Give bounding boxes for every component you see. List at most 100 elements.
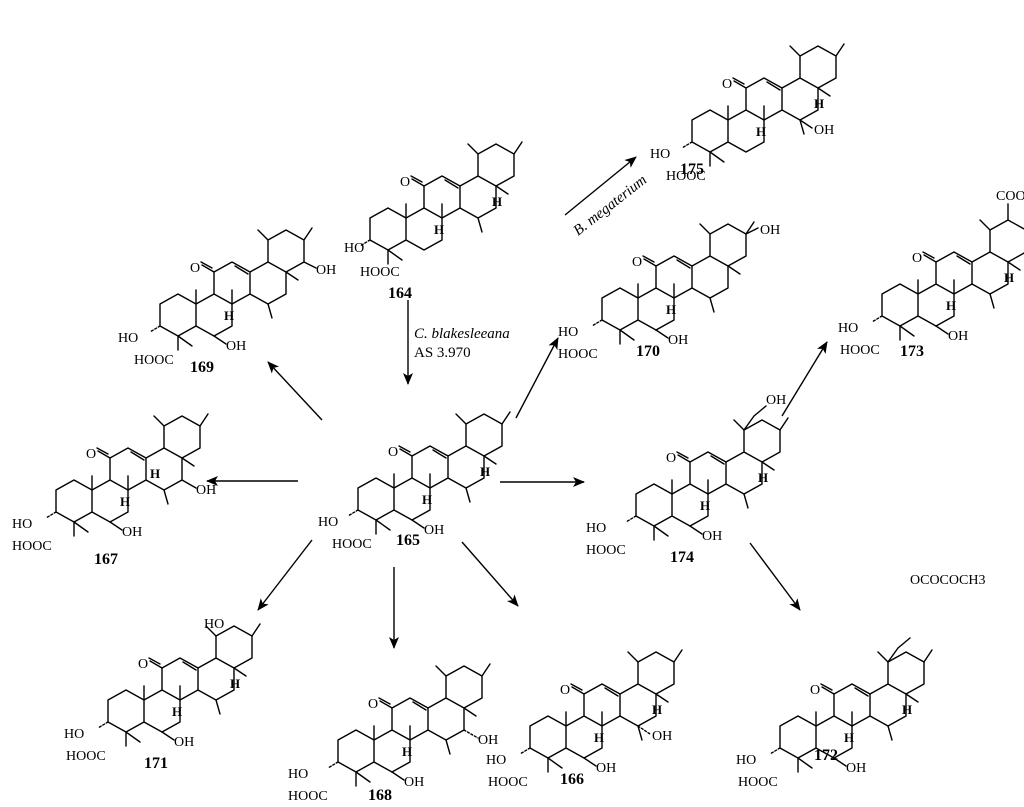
svg-text:HO: HO	[486, 753, 506, 768]
svg-text:H: H	[402, 744, 412, 759]
svg-text:H: H	[492, 194, 502, 209]
svg-text:H: H	[120, 494, 130, 509]
molecule-164: O HO HOOC H H	[344, 141, 523, 280]
svg-text:HOOC: HOOC	[66, 749, 106, 764]
svg-text:OH: OH	[196, 483, 216, 498]
svg-text:H: H	[902, 702, 912, 717]
svg-text:OH: OH	[316, 263, 336, 278]
compound-label-173: 173	[900, 343, 924, 360]
svg-text:H: H	[422, 492, 432, 507]
svg-text:H: H	[224, 308, 234, 323]
svg-text:OH: OH	[846, 761, 866, 776]
svg-text:OH: OH	[122, 525, 142, 540]
svg-text:H: H	[756, 124, 766, 139]
molecule-172: O HO HOOC OH OCOCOCH3 H H	[736, 573, 985, 790]
svg-text:H: H	[480, 464, 490, 479]
svg-text:HOOC: HOOC	[360, 265, 400, 280]
svg-text:HO: HO	[558, 325, 578, 340]
svg-text:OH: OH	[652, 729, 672, 744]
svg-text:H: H	[1004, 270, 1014, 285]
molecule-167: O HO HOOC OH OH H H	[12, 413, 216, 554]
compound-label-171: 171	[144, 755, 168, 772]
compound-label-175: 175	[680, 161, 704, 178]
molecule-171: O HO HOOC OH HO H H	[64, 617, 261, 764]
compound-label-165: 165	[396, 532, 420, 549]
svg-text:HOOC: HOOC	[738, 775, 778, 790]
svg-text:H: H	[758, 470, 768, 485]
svg-text:O: O	[138, 657, 148, 672]
svg-text:HOOC: HOOC	[558, 347, 598, 362]
svg-text:HO: HO	[12, 517, 32, 532]
svg-text:HOOC: HOOC	[12, 539, 52, 554]
svg-text:OH: OH	[478, 733, 498, 748]
svg-text:HO: HO	[288, 767, 308, 782]
condition-bacterium-name: B. megaterium	[571, 172, 651, 239]
compound-label-174: 174	[670, 549, 694, 566]
svg-text:OH: OH	[948, 329, 968, 344]
svg-text:HO: HO	[838, 321, 858, 336]
svg-text:HOOC: HOOC	[666, 169, 706, 184]
svg-text:HO: HO	[118, 331, 138, 346]
molecule-169: O HO HOOC OH OH H	[118, 227, 336, 368]
svg-text:HOOC: HOOC	[488, 775, 528, 790]
svg-text:O: O	[666, 451, 676, 466]
svg-text:O: O	[86, 447, 96, 462]
compound-label-166: 166	[560, 771, 584, 788]
compound-label-168: 168	[368, 787, 392, 804]
molecule-174: O HO HOOC OH OH H H	[586, 393, 789, 558]
compound-label-172: 172	[814, 747, 838, 764]
molecule-166: O HO HOOC OH OH H H	[486, 649, 683, 790]
arrow-164-to-175	[564, 156, 637, 216]
compound-label-167: 167	[94, 551, 118, 568]
svg-text:OH: OH	[174, 735, 194, 750]
arrow-174-to-172	[749, 542, 801, 611]
svg-text:H: H	[172, 704, 182, 719]
svg-text:H: H	[946, 298, 956, 313]
svg-text:OH: OH	[760, 223, 780, 238]
svg-text:OCOCOCH3: OCOCOCH3	[910, 573, 985, 588]
arrow-165-to-166	[461, 541, 519, 607]
svg-text:OH: OH	[766, 393, 786, 408]
svg-text:O: O	[632, 255, 642, 270]
svg-text:OH: OH	[404, 775, 424, 790]
svg-text:H: H	[150, 466, 160, 481]
svg-text:O: O	[722, 77, 732, 92]
compound-label-169: 169	[190, 359, 214, 376]
arrow-165-to-171	[257, 539, 313, 611]
svg-text:H: H	[652, 702, 662, 717]
svg-text:OH: OH	[596, 761, 616, 776]
molecule-168: O HO HOOC OH OH H	[288, 663, 498, 804]
svg-text:H: H	[844, 730, 854, 745]
svg-text:HOOC: HOOC	[332, 537, 372, 552]
svg-text:O: O	[368, 697, 378, 712]
svg-text:HOOC: HOOC	[840, 343, 880, 358]
molecule-170: O HO HOOC OH OH H	[558, 221, 780, 362]
svg-text:H: H	[700, 498, 710, 513]
arrow-165-to-169	[267, 361, 323, 421]
svg-text:H: H	[230, 676, 240, 691]
arrow-165-to-170	[515, 337, 559, 419]
svg-text:OH: OH	[668, 333, 688, 348]
condition-fungus-strain: AS 3.970	[414, 345, 471, 361]
svg-text:OH: OH	[702, 529, 722, 544]
svg-text:HO: HO	[344, 241, 364, 256]
svg-text:O: O	[400, 175, 410, 190]
svg-text:HOOC: HOOC	[288, 789, 328, 804]
svg-text:OH: OH	[814, 123, 834, 138]
svg-text:O: O	[810, 683, 820, 698]
compound-label-164: 164	[388, 285, 412, 302]
svg-text:HO: HO	[736, 753, 756, 768]
svg-text:O: O	[190, 261, 200, 276]
svg-text:OH: OH	[424, 523, 444, 538]
svg-text:H: H	[434, 222, 444, 237]
svg-text:HO: HO	[650, 147, 670, 162]
svg-text:H: H	[594, 730, 604, 745]
svg-text:HO: HO	[204, 617, 224, 632]
arrow-174-to-173	[781, 341, 828, 417]
svg-text:O: O	[912, 251, 922, 266]
compound-label-170: 170	[636, 343, 660, 360]
svg-text:HOOC: HOOC	[586, 543, 626, 558]
